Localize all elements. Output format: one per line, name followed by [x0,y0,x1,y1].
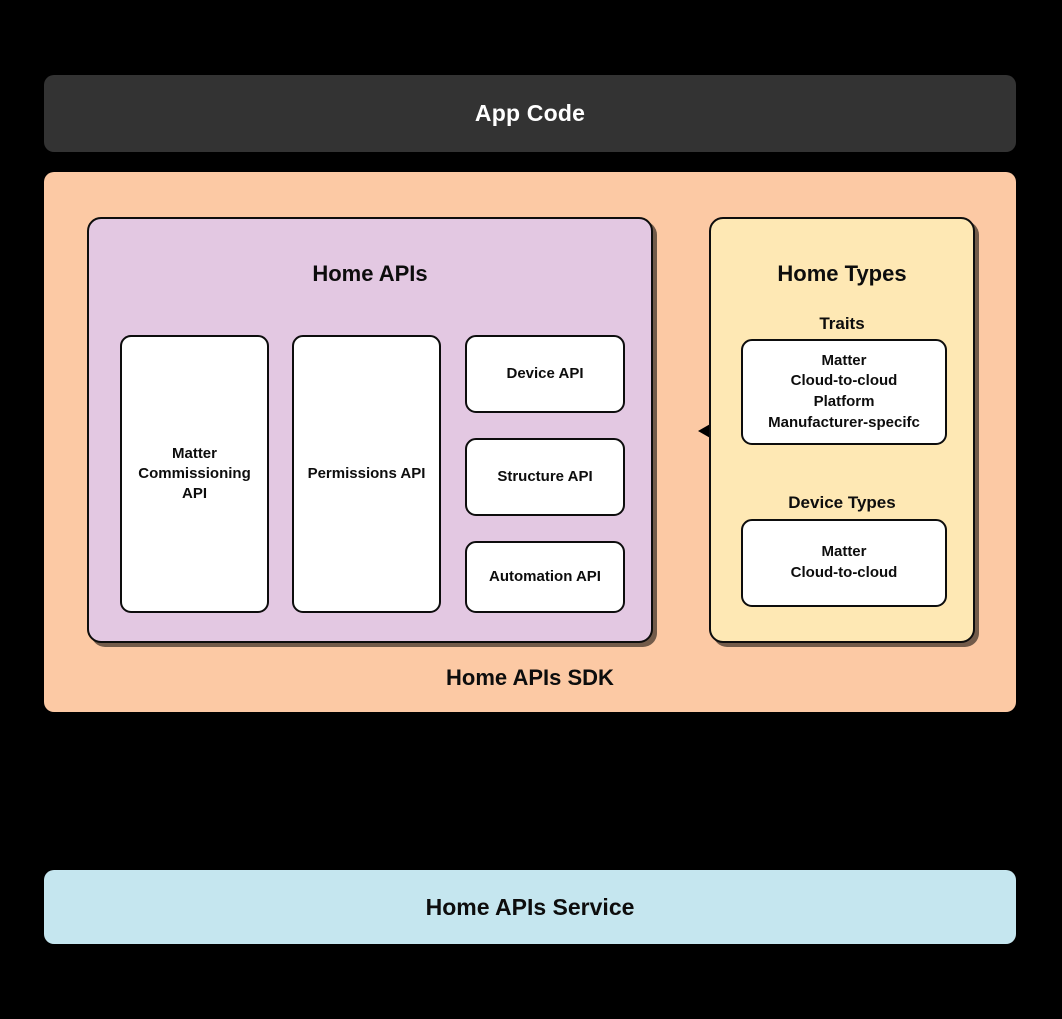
structure-api-box: Structure API [465,438,625,516]
automation-api-box: Automation API [465,541,625,613]
api-label-line: API [181,484,207,502]
home-apis-title: Home APIs [312,261,428,286]
matter-commissioning-api-label: Matter Commissioning API [138,444,251,504]
permissions-api-box: Permissions API [292,335,441,613]
device-types-label: Matter Cloud-to-cloud [791,542,898,583]
home-types-panel: Home Types Traits Matter Cloud-to-cloud … [709,217,975,643]
home-apis-panel: Home APIs Matter Commissioning API Permi… [87,217,653,643]
device-types-label-line: Matter [821,543,867,561]
api-label-line: Commissioning [138,465,251,483]
device-api-label: Device API [506,365,584,383]
traits-title: Traits [819,314,865,333]
device-types-box: Matter Cloud-to-cloud [741,519,947,607]
home-apis-sdk-container: Home APIs Matter Commissioning API Permi… [44,172,1016,712]
traits-box: Matter Cloud-to-cloud Platform Manufactu… [741,339,947,445]
device-types-label-line: Cloud-to-cloud [790,564,898,581]
device-types-title: Device Types [788,493,896,512]
permissions-api-label: Permissions API [307,465,426,483]
traits-label: Matter Cloud-to-cloud Platform Manufactu… [768,351,920,433]
app-code-block: App Code [44,75,1016,152]
structure-api-label: Structure API [497,468,593,486]
home-types-title: Home Types [777,261,907,286]
automation-api-label: Automation API [489,568,601,586]
traits-label-line: Cloud-to-cloud [790,372,898,390]
home-apis-service-block: Home APIs Service [44,870,1016,944]
api-label-line: Matter [171,445,217,463]
home-apis-service-label: Home APIs Service [425,893,635,920]
matter-commissioning-api-box: Matter Commissioning API [120,335,269,613]
traits-label-line: Platform [813,393,875,410]
traits-label-line: Matter [821,351,867,369]
app-code-label: App Code [474,100,586,126]
device-api-box: Device API [465,335,625,413]
home-apis-sdk-label: Home APIs SDK [446,665,614,690]
traits-label-line: Manufacturer-specifc [768,413,920,431]
